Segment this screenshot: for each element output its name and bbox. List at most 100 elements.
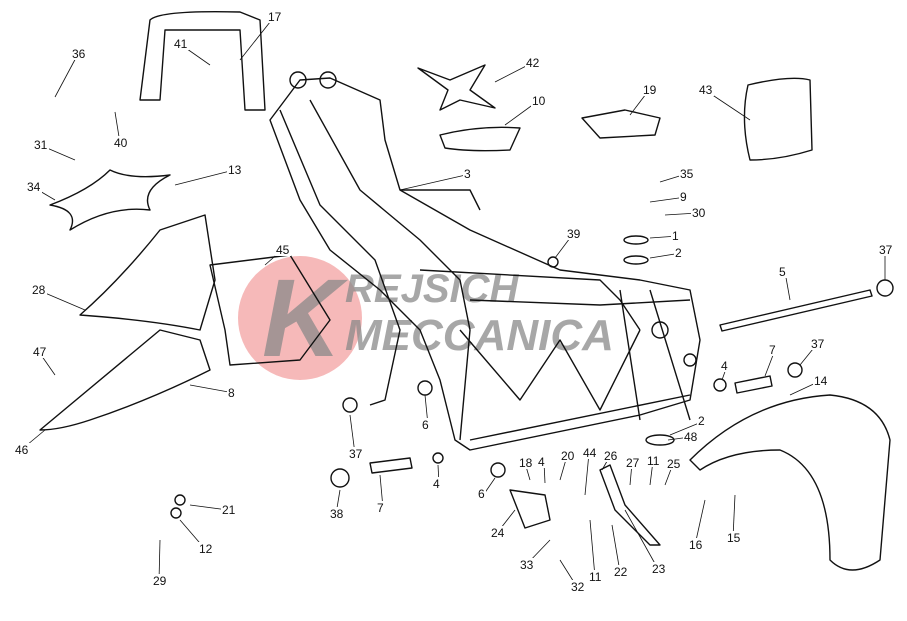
part-number-label: 7 xyxy=(377,501,384,515)
part-callout-37: 37 xyxy=(799,337,826,366)
part-number-label: 6 xyxy=(422,418,429,432)
watermark-logo-letter: K xyxy=(262,257,349,380)
part-number-label: 48 xyxy=(684,430,698,444)
part-callout-24: 24 xyxy=(490,509,516,540)
part-number-label: 10 xyxy=(532,94,546,108)
part-callout-39: 39 xyxy=(554,227,582,259)
part-number-label: 3 xyxy=(464,167,471,181)
part-callout-29: 29 xyxy=(152,539,168,588)
part-number-label: 22 xyxy=(614,565,628,579)
part-callout-41: 41 xyxy=(173,37,211,66)
part-callout-4: 4 xyxy=(720,359,729,381)
part-number-label: 16 xyxy=(689,538,703,552)
part-callout-2: 2 xyxy=(649,246,683,260)
part-number-label: 14 xyxy=(814,374,828,388)
part-number-label: 7 xyxy=(769,343,776,357)
part-callout-20: 20 xyxy=(559,449,576,481)
part-callout-45: 45 xyxy=(264,243,291,266)
part-number-label: 28 xyxy=(32,283,46,297)
part-number-label: 2 xyxy=(675,246,682,260)
part-callout-15: 15 xyxy=(726,494,742,545)
part-number-label: 6 xyxy=(478,487,485,501)
part-grab-handle xyxy=(139,10,266,111)
part-number-label: 4 xyxy=(721,359,728,373)
leader-line xyxy=(239,16,275,61)
part-wiring-harness xyxy=(743,77,813,161)
part-front-fender xyxy=(689,394,891,571)
part-callout-7: 7 xyxy=(376,474,385,515)
part-bolt xyxy=(369,457,413,474)
part-number-label: 40 xyxy=(114,136,128,150)
part-callout-17: 17 xyxy=(239,10,283,61)
part-number-label: 5 xyxy=(779,265,786,279)
part-callout-14: 14 xyxy=(789,374,829,396)
part-callout-30: 30 xyxy=(664,206,707,220)
part-number-label: 4 xyxy=(538,455,545,469)
part-number-label: 20 xyxy=(561,449,575,463)
part-number-label: 35 xyxy=(680,167,694,181)
part-callout-4: 4 xyxy=(537,455,546,484)
part-number-label: 12 xyxy=(199,542,213,556)
part-number-label: 44 xyxy=(583,446,597,460)
leader-line xyxy=(732,494,736,539)
part-number-label: 37 xyxy=(879,243,893,257)
part-callout-47: 47 xyxy=(32,345,56,376)
part-callout-22: 22 xyxy=(611,524,629,579)
part-number-label: 39 xyxy=(567,227,581,241)
part-callout-38: 38 xyxy=(329,489,345,521)
part-callout-8: 8 xyxy=(189,384,236,400)
part-number-label: 25 xyxy=(667,457,681,471)
part-bolt xyxy=(734,375,773,394)
part-callout-10: 10 xyxy=(504,94,547,126)
part-callout-23: 23 xyxy=(624,509,667,576)
part-number-label: 23 xyxy=(652,562,666,576)
part-callout-35: 35 xyxy=(659,167,695,183)
part-callout-11: 11 xyxy=(646,454,662,486)
part-bracket xyxy=(417,64,496,111)
leader-line xyxy=(624,509,659,570)
part-callout-3: 3 xyxy=(399,167,472,191)
leader-line xyxy=(584,452,590,496)
leader-line xyxy=(174,169,235,186)
part-callout-40: 40 xyxy=(113,111,129,150)
part-number-label: 26 xyxy=(604,449,618,463)
part-number-label: 11 xyxy=(589,570,602,584)
part-callout-37: 37 xyxy=(348,414,364,461)
part-number-label: 37 xyxy=(349,447,363,461)
part-callout-5: 5 xyxy=(778,265,791,301)
part-pivot-shaft xyxy=(719,289,873,332)
part-number-label: 45 xyxy=(276,243,290,257)
part-callout-36: 36 xyxy=(54,47,87,98)
part-number-label: 46 xyxy=(15,443,29,457)
part-callout-1: 1 xyxy=(649,229,680,243)
part-callout-27: 27 xyxy=(625,456,641,486)
part-callout-12: 12 xyxy=(179,519,214,556)
part-callout-21: 21 xyxy=(189,503,237,517)
watermark: K REJSICH MECCANICA xyxy=(238,256,614,380)
part-number-label: 8 xyxy=(228,386,235,400)
part-callout-33: 33 xyxy=(519,539,551,572)
part-number-label: 19 xyxy=(643,83,657,97)
part-undertray xyxy=(39,329,211,431)
part-number-label: 43 xyxy=(699,83,713,97)
part-number-label: 41 xyxy=(174,37,188,51)
part-callout-34: 34 xyxy=(26,180,56,201)
part-number-label: 38 xyxy=(330,507,344,521)
part-number-label: 47 xyxy=(33,345,47,359)
part-callout-31: 31 xyxy=(33,138,76,161)
part-callout-26: 26 xyxy=(601,449,619,471)
part-callout-28: 28 xyxy=(31,283,86,311)
part-callout-32: 32 xyxy=(559,559,586,594)
part-number-label: 27 xyxy=(626,456,640,470)
part-rear-mudguard xyxy=(79,214,216,331)
leader-line xyxy=(694,499,706,546)
leader-line xyxy=(611,524,621,573)
part-number-label: 21 xyxy=(222,503,236,517)
watermark-logo-circle xyxy=(238,256,362,380)
part-callout-7: 7 xyxy=(764,343,777,377)
part-number-label: 9 xyxy=(680,190,687,204)
part-callout-44: 44 xyxy=(582,446,598,496)
part-callout-37: 37 xyxy=(878,243,894,280)
